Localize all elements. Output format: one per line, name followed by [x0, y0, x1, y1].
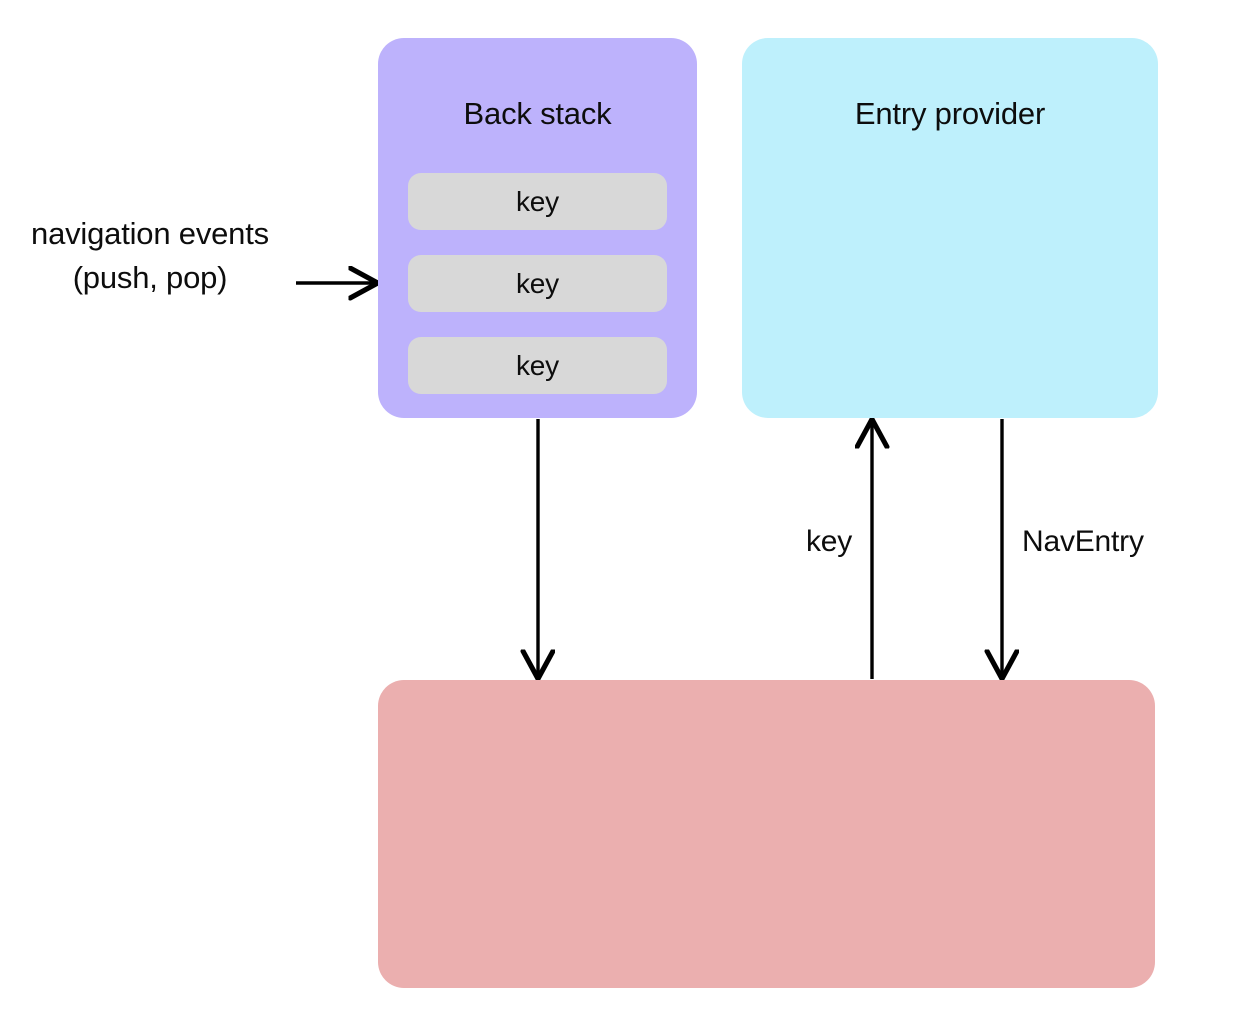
- nav-display-node[interactable]: NavDisplay (default configuration) NavEn…: [378, 680, 1155, 988]
- back-stack-key-pill[interactable]: key: [408, 173, 667, 230]
- entry-provider-title: Entry provider: [854, 96, 1046, 131]
- back-stack-title: Back stack: [463, 96, 612, 131]
- navigation-events-label: navigation events (push, pop): [31, 216, 269, 295]
- back-stack-key-pill[interactable]: key: [408, 337, 667, 394]
- entry-provider-node[interactable]: Entry provider NavEntry key content: [742, 38, 1158, 418]
- edge-label-naventry: NavEntry: [1022, 525, 1144, 558]
- back-stack-key-pill[interactable]: key: [408, 255, 667, 312]
- back-stack-node[interactable]: Back stack key key key: [378, 38, 697, 418]
- edge-label-key: key: [806, 525, 853, 558]
